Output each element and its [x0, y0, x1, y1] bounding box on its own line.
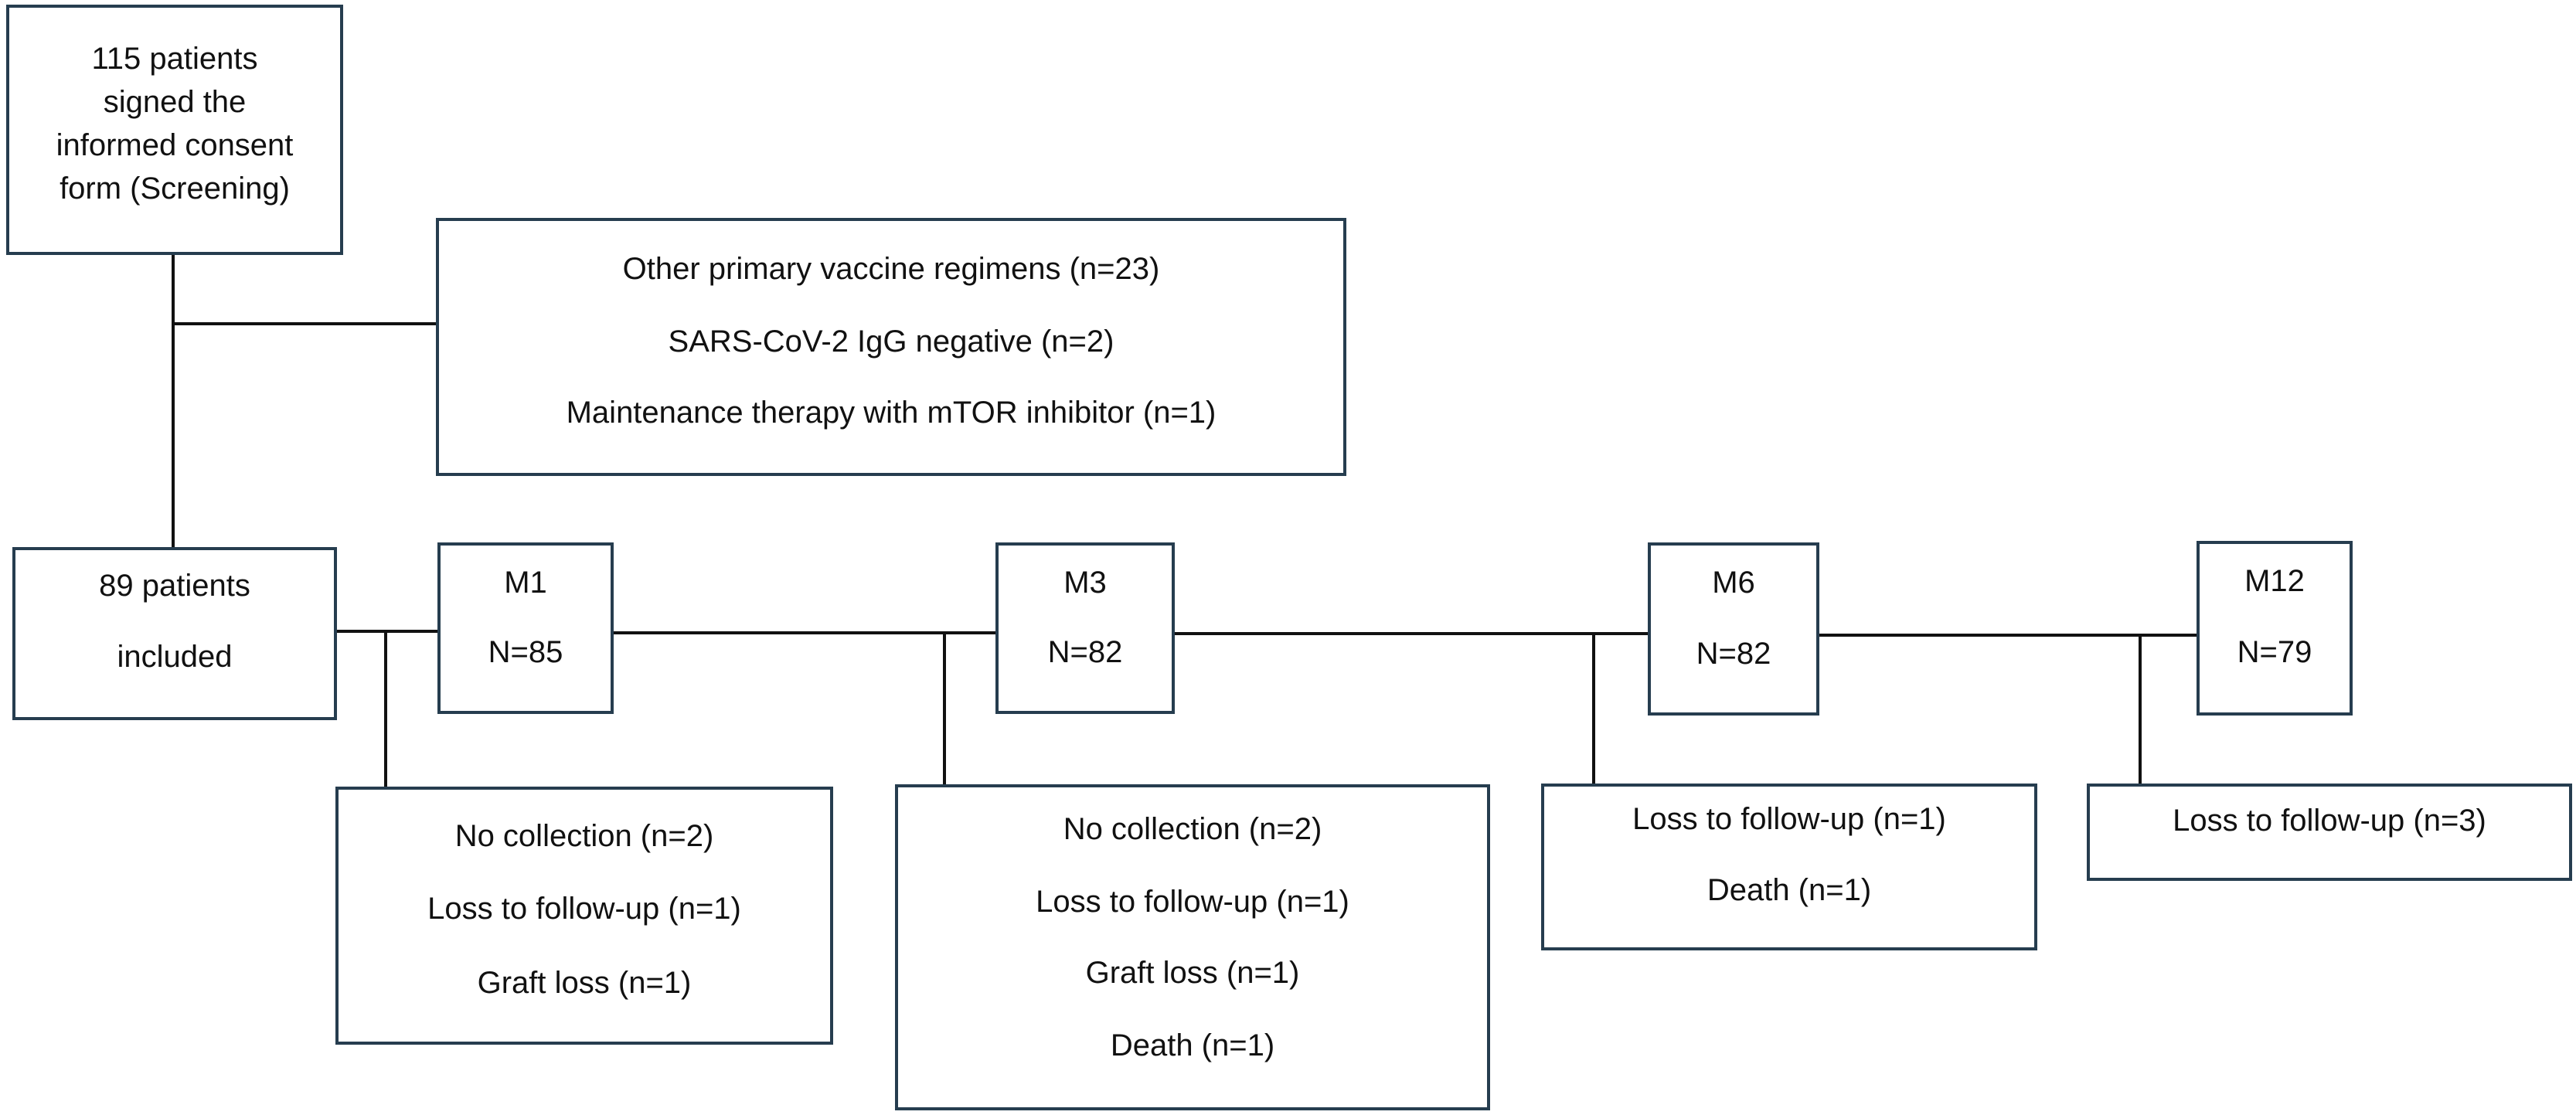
loss-item: Loss to follow-up (n=3)	[2173, 804, 2486, 838]
loss-item: No collection (n=2)	[454, 819, 714, 853]
timepoint-n: N=82	[1047, 635, 1123, 669]
timepoint-box-m12: M12 N=79	[2197, 541, 2353, 716]
screening-line: informed consent	[56, 128, 294, 162]
loss-item: Loss to follow-up (n=1)	[1632, 802, 1946, 836]
loss-item: Death (n=1)	[1707, 873, 1872, 907]
connector-line	[172, 322, 437, 325]
connector-line	[2139, 634, 2142, 787]
screening-line: signed the	[103, 85, 247, 119]
connector-line	[334, 630, 441, 633]
loss-item: Graft loss (n=1)	[1085, 956, 1300, 990]
timepoint-label: M1	[504, 566, 547, 600]
loss-item: Graft loss (n=1)	[477, 966, 692, 1000]
loss-box-m12: Loss to follow-up (n=3)	[2087, 784, 2572, 881]
loss-box-m3: No collection (n=2) Loss to follow-up (n…	[895, 784, 1490, 1110]
timepoint-n: N=85	[488, 635, 563, 669]
timepoint-box-m1: M1 N=85	[437, 542, 614, 714]
timepoint-n: N=82	[1696, 637, 1771, 671]
timepoint-label: M3	[1063, 566, 1107, 600]
connector-line	[943, 631, 946, 786]
timepoint-box-m6: M6 N=82	[1648, 542, 1819, 716]
loss-item: Loss to follow-up (n=1)	[427, 892, 741, 926]
screening-line: form (Screening)	[60, 172, 290, 206]
included-box: 89 patients included	[12, 547, 337, 720]
connector-line	[1173, 632, 1651, 635]
loss-item: Loss to follow-up (n=1)	[1036, 885, 1349, 919]
loss-box-m6: Loss to follow-up (n=1) Death (n=1)	[1541, 784, 2037, 950]
timepoint-n: N=79	[2237, 635, 2312, 669]
loss-item: Death (n=1)	[1110, 1028, 1275, 1062]
exclusion-item: SARS-CoV-2 IgG negative (n=2)	[668, 325, 1114, 359]
timepoint-label: M12	[2244, 564, 2305, 598]
loss-box-m1: No collection (n=2) Loss to follow-up (n…	[335, 787, 833, 1045]
timepoint-label: M6	[1712, 566, 1755, 600]
exclusion-item: Other primary vaccine regimens (n=23)	[622, 252, 1160, 286]
connector-line	[384, 630, 387, 789]
screening-line: 115 patients	[91, 42, 258, 76]
exclusion-item: Maintenance therapy with mTOR inhibitor …	[566, 396, 1217, 430]
included-label: included	[117, 640, 233, 674]
exclusion-box: Other primary vaccine regimens (n=23) SA…	[436, 218, 1346, 476]
timepoint-box-m3: M3 N=82	[995, 542, 1175, 714]
connector-line	[1816, 634, 2200, 637]
loss-item: No collection (n=2)	[1063, 812, 1322, 846]
included-count: 89 patients	[99, 569, 250, 603]
connector-line	[611, 631, 998, 634]
connector-line	[1592, 632, 1595, 787]
connector-line	[172, 253, 175, 552]
screening-box: 115 patients signed the informed consent…	[6, 5, 343, 255]
